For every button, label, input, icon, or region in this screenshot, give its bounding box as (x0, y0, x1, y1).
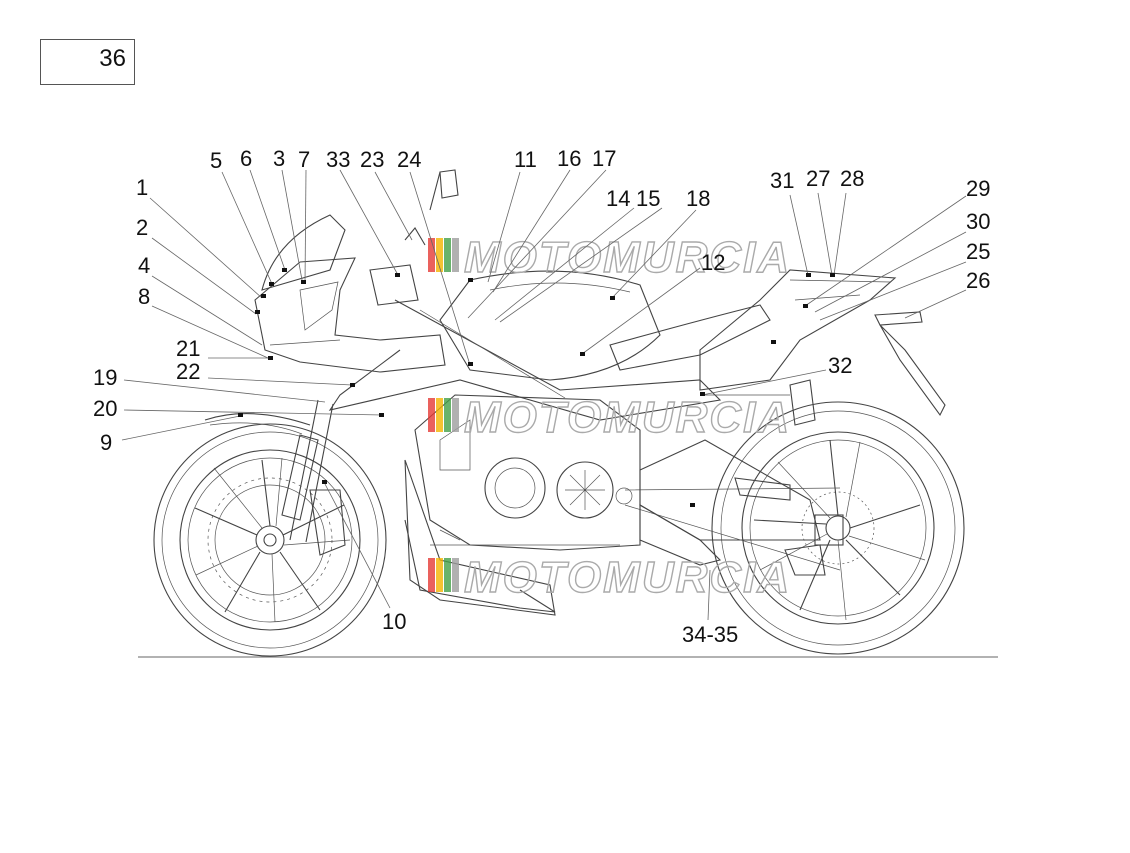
callout-28: 28 (840, 166, 864, 191)
callout-9: 9 (100, 430, 112, 455)
sticker-markers (238, 268, 835, 507)
callout-24: 24 (397, 147, 421, 172)
callout-20: 20 (93, 396, 117, 421)
callout-8: 8 (138, 284, 150, 309)
callout-34-35: 34-35 (682, 622, 738, 647)
callout-31: 31 (770, 168, 794, 193)
callout-21: 21 (176, 336, 200, 361)
callout-29: 29 (966, 176, 990, 201)
callout-2: 2 (136, 215, 148, 240)
callout-7: 7 (298, 147, 310, 172)
callout-23: 23 (360, 147, 384, 172)
callout-10: 10 (382, 609, 406, 634)
callout-14: 14 (606, 186, 630, 211)
leader-lines (121, 169, 967, 621)
callout-4: 4 (138, 253, 150, 278)
callout-33: 33 (326, 147, 350, 172)
callout-19: 19 (93, 365, 117, 390)
page-reference-number: 36 (99, 45, 126, 72)
watermark-bottom: MOTOMURCIA (428, 552, 791, 603)
callout-5: 5 (210, 148, 222, 173)
callout-1: 1 (136, 175, 148, 200)
callout-12: 12 (701, 250, 725, 275)
callout-6: 6 (240, 146, 252, 171)
callout-27: 27 (806, 166, 830, 191)
svg-text:MOTOMURCIA: MOTOMURCIA (464, 553, 791, 602)
callout-32: 32 (828, 353, 852, 378)
callout-11: 11 (514, 147, 537, 172)
callout-30: 30 (966, 209, 990, 234)
callout-17: 17 (592, 146, 616, 171)
watermark-top: MOTOMURCIA (428, 232, 791, 283)
callout-26: 26 (966, 268, 990, 293)
callout-22: 22 (176, 359, 200, 384)
callout-25: 25 (966, 239, 990, 264)
front-wheel (153, 423, 387, 657)
callout-labels: 1 2 4 8 5 6 3 7 33 23 24 11 16 17 14 18 … (93, 146, 990, 647)
front-fork (204, 399, 346, 556)
body-frame (254, 169, 946, 613)
callout-15: 15 (636, 186, 660, 211)
svg-text:MOTOMURCIA: MOTOMURCIA (464, 393, 791, 442)
rear-wheel (711, 401, 965, 655)
watermark-middle: MOTOMURCIA (428, 392, 791, 443)
callout-18: 18 (686, 186, 710, 211)
callout-16: 16 (557, 146, 581, 171)
callout-3: 3 (273, 146, 285, 171)
watermark-group: MOTOMURCIA MOTOMURCIA MOTOMURCIA (428, 232, 791, 603)
svg-text:MOTOMURCIA: MOTOMURCIA (464, 233, 791, 282)
page-reference-box: 36 (40, 39, 135, 85)
